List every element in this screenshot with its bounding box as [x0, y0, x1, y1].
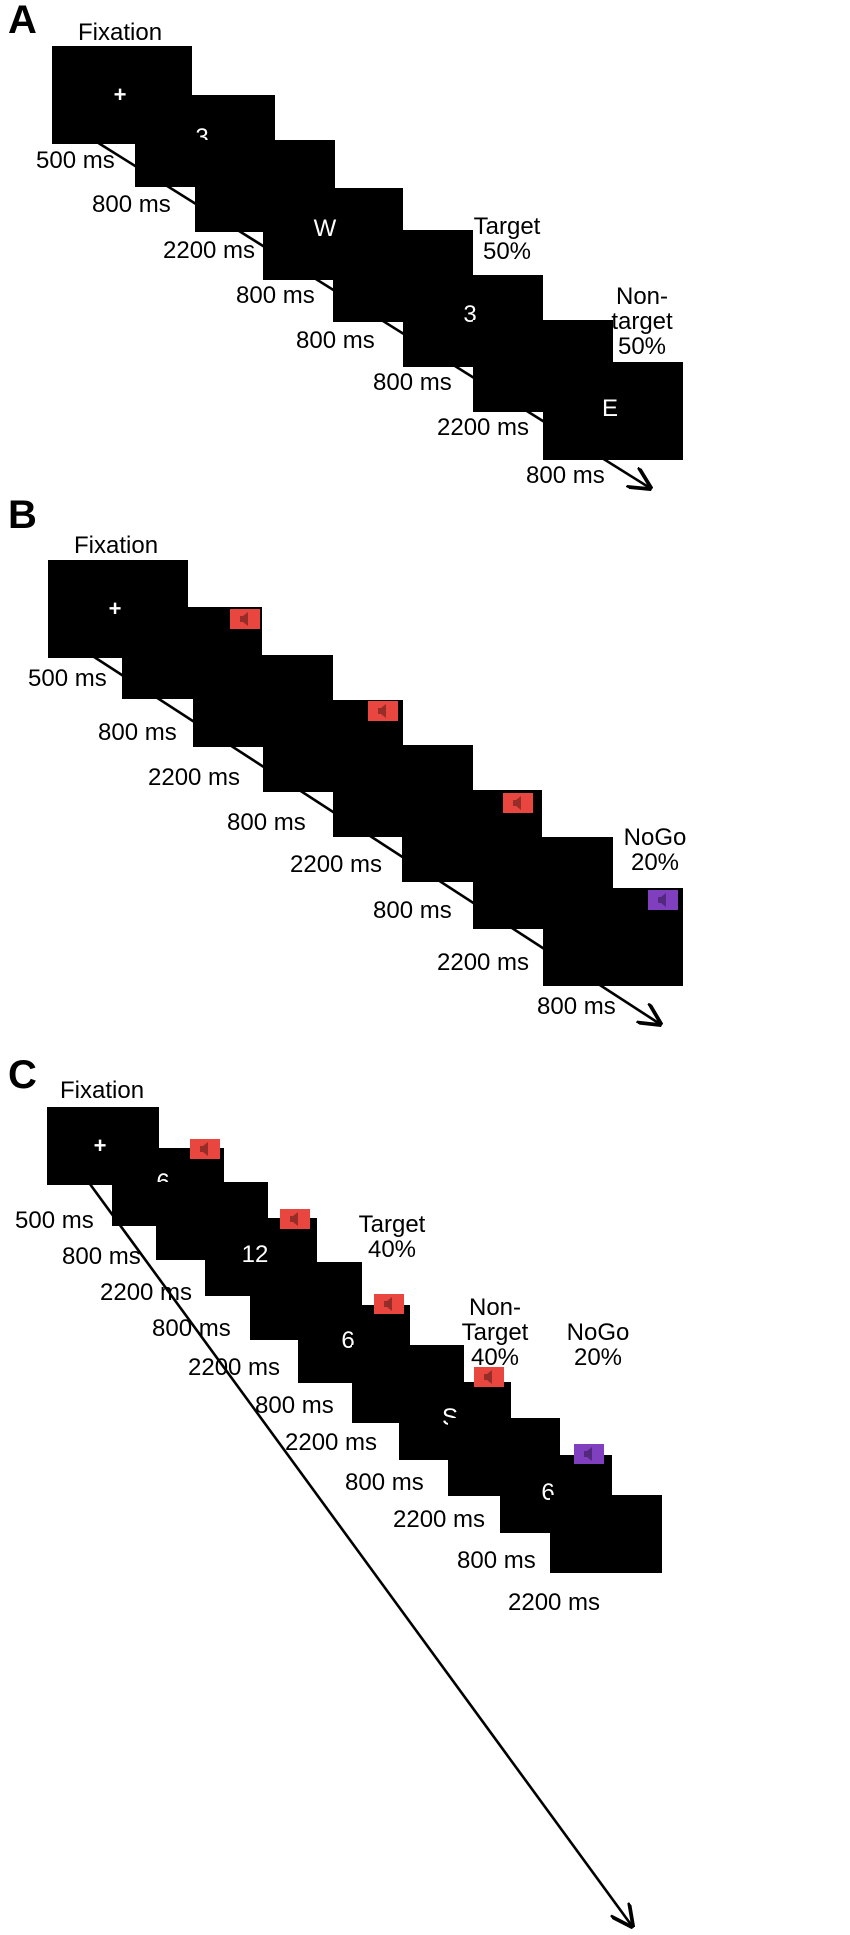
panel-letter: A [8, 0, 37, 42]
duration-label: 2200 ms [508, 1589, 600, 1616]
duration-label: 800 ms [92, 191, 171, 218]
panel-letter: C [8, 1053, 37, 1097]
stimulus-screen: E [543, 362, 683, 460]
panel-letter: B [8, 493, 37, 537]
stimulus-text: E [602, 395, 618, 422]
timeline-arrow [85, 1179, 632, 1926]
duration-label: 2200 ms [148, 764, 240, 791]
annotation-line: NoGo [624, 824, 687, 851]
duration-label: 800 ms [373, 369, 452, 396]
annotation-line: Target [462, 1319, 529, 1346]
annotation-line: NoGo [567, 1319, 630, 1346]
duration-label: 2200 ms [437, 949, 529, 976]
annotation-line: target [611, 308, 673, 335]
duration-label: 800 ms [526, 462, 605, 489]
annotation-line: 20% [574, 1344, 622, 1371]
fixation-label: Fixation [78, 19, 162, 46]
speaker-icon [230, 609, 260, 629]
duration-label: 800 ms [345, 1469, 424, 1496]
annotation-line: Non- [616, 283, 668, 310]
duration-label: 2200 ms [393, 1506, 485, 1533]
duration-label: 800 ms [98, 719, 177, 746]
duration-label: 2200 ms [100, 1279, 192, 1306]
duration-label: 500 ms [15, 1207, 94, 1234]
speaker-icon [503, 793, 533, 813]
fixation-label: Fixation [74, 532, 158, 559]
duration-label: 2200 ms [290, 851, 382, 878]
duration-label: 2200 ms [285, 1429, 377, 1456]
stimulus-screen [550, 1495, 662, 1573]
duration-label: 500 ms [36, 147, 115, 174]
duration-label: 800 ms [236, 282, 315, 309]
nogo-speaker-icon [574, 1444, 604, 1464]
duration-label: 800 ms [62, 1243, 141, 1270]
fixation-label: Fixation [60, 1077, 144, 1104]
fixation-cross: + [109, 596, 122, 621]
duration-label: 500 ms [28, 665, 107, 692]
duration-label: 800 ms [255, 1392, 334, 1419]
duration-label: 800 ms [373, 897, 452, 924]
annotation-line: 40% [471, 1344, 519, 1371]
annotation-line: 40% [368, 1236, 416, 1263]
fixation-cross: + [114, 82, 127, 107]
annotation-line: Target [474, 213, 541, 240]
nogo-speaker-icon [648, 890, 678, 910]
stimulus-text: 6 [341, 1327, 354, 1354]
duration-label: 800 ms [457, 1547, 536, 1574]
duration-label: 800 ms [296, 327, 375, 354]
stimulus-screen [543, 888, 683, 986]
stimulus-text: W [314, 215, 337, 242]
duration-label: 800 ms [152, 1315, 231, 1342]
annotation-line: 50% [483, 238, 531, 265]
duration-label: 2200 ms [437, 414, 529, 441]
annotation-line: Non- [469, 1294, 521, 1321]
annotation-line: Target [359, 1211, 426, 1238]
speaker-icon [474, 1367, 504, 1387]
duration-label: 800 ms [227, 809, 306, 836]
speaker-icon [374, 1294, 404, 1314]
annotation-line: 50% [618, 333, 666, 360]
speaker-icon [368, 701, 398, 721]
speaker-icon [190, 1139, 220, 1159]
speaker-icon [280, 1209, 310, 1229]
duration-label: 2200 ms [163, 237, 255, 264]
duration-label: 2200 ms [188, 1354, 280, 1381]
duration-label: 800 ms [537, 993, 616, 1020]
annotation-line: 20% [631, 849, 679, 876]
panel-b: B Fixation +500 ms 800 ms 2200 ms 800 ms 2200 … [8, 493, 686, 1024]
fixation-cross: + [94, 1133, 107, 1158]
